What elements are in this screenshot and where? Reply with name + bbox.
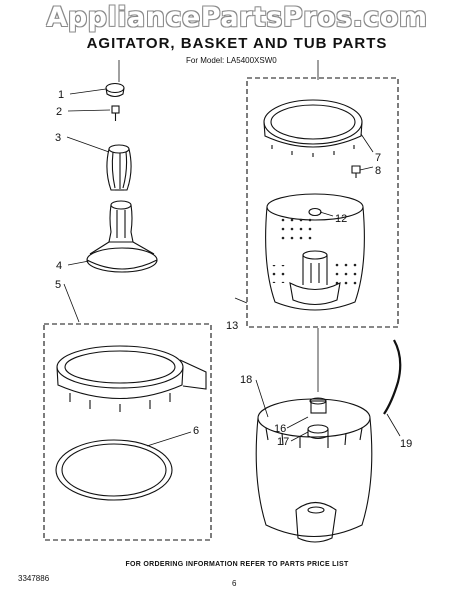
ring-clip-part <box>351 165 361 178</box>
callout-3: 3 <box>55 132 61 144</box>
diagram-title: AGITATOR, BASKET AND TUB PARTS <box>86 35 388 52</box>
tub-gasket-part <box>55 439 173 501</box>
page-number: 6 <box>232 579 237 588</box>
callout-16: 16 <box>274 423 286 435</box>
seal-assembly-box <box>43 323 212 541</box>
watermark: AppliancePartsPros.com <box>46 2 428 33</box>
cap-fastener-part <box>111 105 120 121</box>
basket-ring-part <box>263 99 363 157</box>
callout-8: 8 <box>375 165 381 177</box>
callout-5: 5 <box>55 279 61 291</box>
agitator-base-part <box>86 200 158 273</box>
callout-1: 1 <box>58 89 64 101</box>
callout-2: 2 <box>56 106 62 118</box>
hub-nut-part <box>307 424 329 440</box>
hose-part <box>383 339 402 415</box>
outer-tub-part <box>255 398 373 543</box>
callout-7: 7 <box>375 152 381 164</box>
callout-19: 19 <box>400 438 412 450</box>
agitator-cam-part <box>106 144 132 191</box>
ordering-info-note: FOR ORDERING INFORMATION REFER TO PARTS … <box>125 561 349 568</box>
basket-assembly-box <box>246 77 399 328</box>
model-label: For Model: LA5400XSW0 <box>186 56 277 65</box>
callout-6: 6 <box>193 425 199 437</box>
agitator-cap-part <box>105 82 125 98</box>
document-number: 3347886 <box>18 574 50 583</box>
leader-lines <box>63 88 401 447</box>
callout-13: 13 <box>226 320 238 332</box>
callout-12: 12 <box>335 213 347 225</box>
tub-hub-part <box>309 397 327 414</box>
tub-ring-part <box>56 345 207 412</box>
callout-labels: 1 2 3 4 5 6 7 8 12 13 16 17 18 19 <box>55 89 412 450</box>
washer-basket-part <box>265 193 365 311</box>
callout-4: 4 <box>56 260 62 272</box>
callout-17: 17 <box>277 436 289 448</box>
callout-18: 18 <box>240 374 252 386</box>
